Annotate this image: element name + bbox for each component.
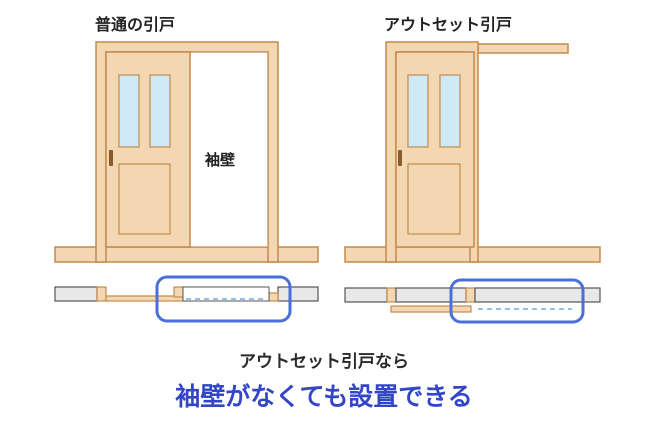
plan-jamb-left-a bbox=[96, 286, 107, 302]
side-wall bbox=[189, 51, 269, 248]
caption-line-1: アウトセット引戸なら bbox=[239, 352, 409, 372]
plan-wall-right-c bbox=[474, 287, 601, 303]
highlight-box-right bbox=[449, 278, 585, 324]
door-handle-left bbox=[109, 150, 113, 166]
outset-door-plan bbox=[344, 278, 601, 324]
plan-stop-left bbox=[173, 286, 184, 298]
plan-pocket-left bbox=[182, 286, 270, 302]
plan-door-right bbox=[390, 305, 472, 313]
normal-door-elevation bbox=[54, 41, 319, 263]
highlight-box-left bbox=[155, 275, 292, 323]
plan-jamb-left-b bbox=[268, 292, 279, 302]
glass-pane-right-2 bbox=[439, 74, 461, 148]
normal-door-title: 普通の引戸 bbox=[95, 15, 176, 34]
rail-cover bbox=[477, 43, 569, 54]
plan-wall-left-b bbox=[277, 286, 319, 302]
plan-jamb-right-b bbox=[465, 287, 476, 303]
plan-wall-right-b bbox=[395, 287, 467, 303]
side-wall-label: 袖壁 bbox=[205, 151, 236, 169]
outset-door-elevation bbox=[344, 41, 601, 263]
plan-wall-right-a bbox=[344, 287, 388, 303]
glass-pane-right-1 bbox=[407, 74, 429, 148]
outset-door-title: アウトセット引戸 bbox=[384, 15, 513, 34]
plan-jamb-right-a bbox=[386, 287, 397, 303]
lower-panel-left bbox=[118, 163, 171, 235]
door-handle-right bbox=[398, 150, 402, 166]
plan-wall-left-a bbox=[54, 286, 98, 302]
lower-panel-right bbox=[407, 163, 461, 235]
caption-line-2: 袖壁がなくても設置できる bbox=[175, 382, 473, 411]
glass-pane-left-2 bbox=[149, 74, 171, 148]
glass-pane-left-1 bbox=[118, 74, 140, 148]
normal-door-plan bbox=[54, 275, 319, 323]
